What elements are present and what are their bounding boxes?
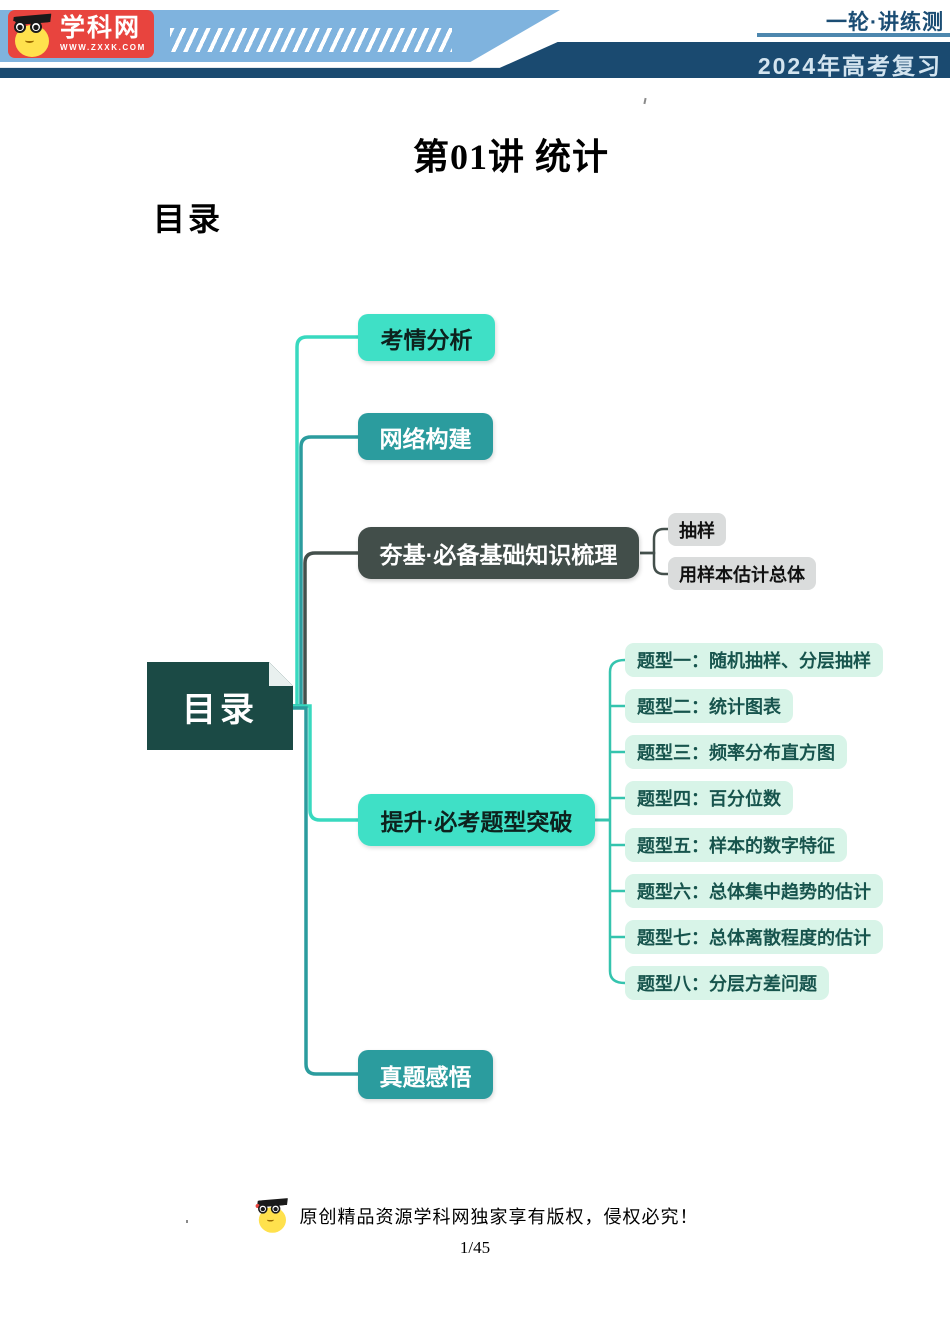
owl-eye-left xyxy=(14,21,26,33)
footer-copyright-row: 原创精品资源学科网独家享有版权，侵权必究！ xyxy=(0,1192,950,1240)
series-underline xyxy=(757,33,950,37)
owl-eye-left xyxy=(257,1204,268,1214)
folded-corner-decoration xyxy=(269,662,293,686)
owl-mouth xyxy=(266,1218,274,1222)
logo-text: 学科网 WWW.ZXXK.COM xyxy=(60,15,146,52)
child-node-type-3: 题型三：频率分布直方图 xyxy=(625,735,847,769)
child-node-estimate-population: 用样本估计总体 xyxy=(668,557,816,590)
branch-node-foundation: 夯基·必备基础知识梳理 xyxy=(358,527,639,579)
logo-name: 学科网 xyxy=(60,14,142,42)
child-node-type-2: 题型二：统计图表 xyxy=(625,689,793,723)
branch-node-key-question-types: 提升·必考题型突破 xyxy=(358,794,595,846)
owl-eye-right xyxy=(270,1204,280,1214)
owl-mascot-icon xyxy=(11,12,56,60)
logo-url: WWW.ZXXK.COM xyxy=(60,43,146,52)
owl-mouth xyxy=(25,38,34,43)
owl-mascot-icon xyxy=(255,1197,291,1235)
copyright-text: 原创精品资源学科网独家享有版权，侵权必究！ xyxy=(299,1207,699,1227)
child-node-sampling: 抽样 xyxy=(668,513,726,546)
center-node-label: 目录 xyxy=(182,690,258,729)
zxxk-logo: 学科网 WWW.ZXXK.COM xyxy=(8,10,154,58)
branch-node-real-exam-insight: 真题感悟 xyxy=(358,1050,493,1099)
page-number: 1/45 xyxy=(459,1238,491,1257)
branch-node-network-build: 网络构建 xyxy=(358,413,493,460)
diagonal-stripes-decoration xyxy=(170,28,452,52)
toc-heading: 目录 xyxy=(153,201,224,237)
mindmap-center-node: 目录 xyxy=(147,662,293,750)
child-node-type-4: 题型四：百分位数 xyxy=(625,781,793,815)
owl-eye-right xyxy=(30,21,42,33)
page-title: 第01讲 统计 xyxy=(412,137,609,177)
child-node-type-8: 题型八：分层方差问题 xyxy=(625,966,829,1000)
cap-tassel-icon xyxy=(255,1204,260,1208)
cap-tassel-icon xyxy=(11,21,16,26)
child-node-type-5: 题型五：样本的数字特征 xyxy=(625,828,847,862)
stray-mark xyxy=(186,1220,188,1223)
child-node-type-6: 题型六：总体集中趋势的估计 xyxy=(625,874,883,908)
series-label: 一轮·讲练测 xyxy=(826,11,944,34)
child-node-type-1: 题型一：随机抽样、分层抽样 xyxy=(625,643,883,677)
exam-year-label: 2024年高考复习 xyxy=(757,53,942,79)
child-node-type-7: 题型七：总体离散程度的估计 xyxy=(625,920,883,954)
branch-node-exam-analysis: 考情分析 xyxy=(358,314,495,361)
